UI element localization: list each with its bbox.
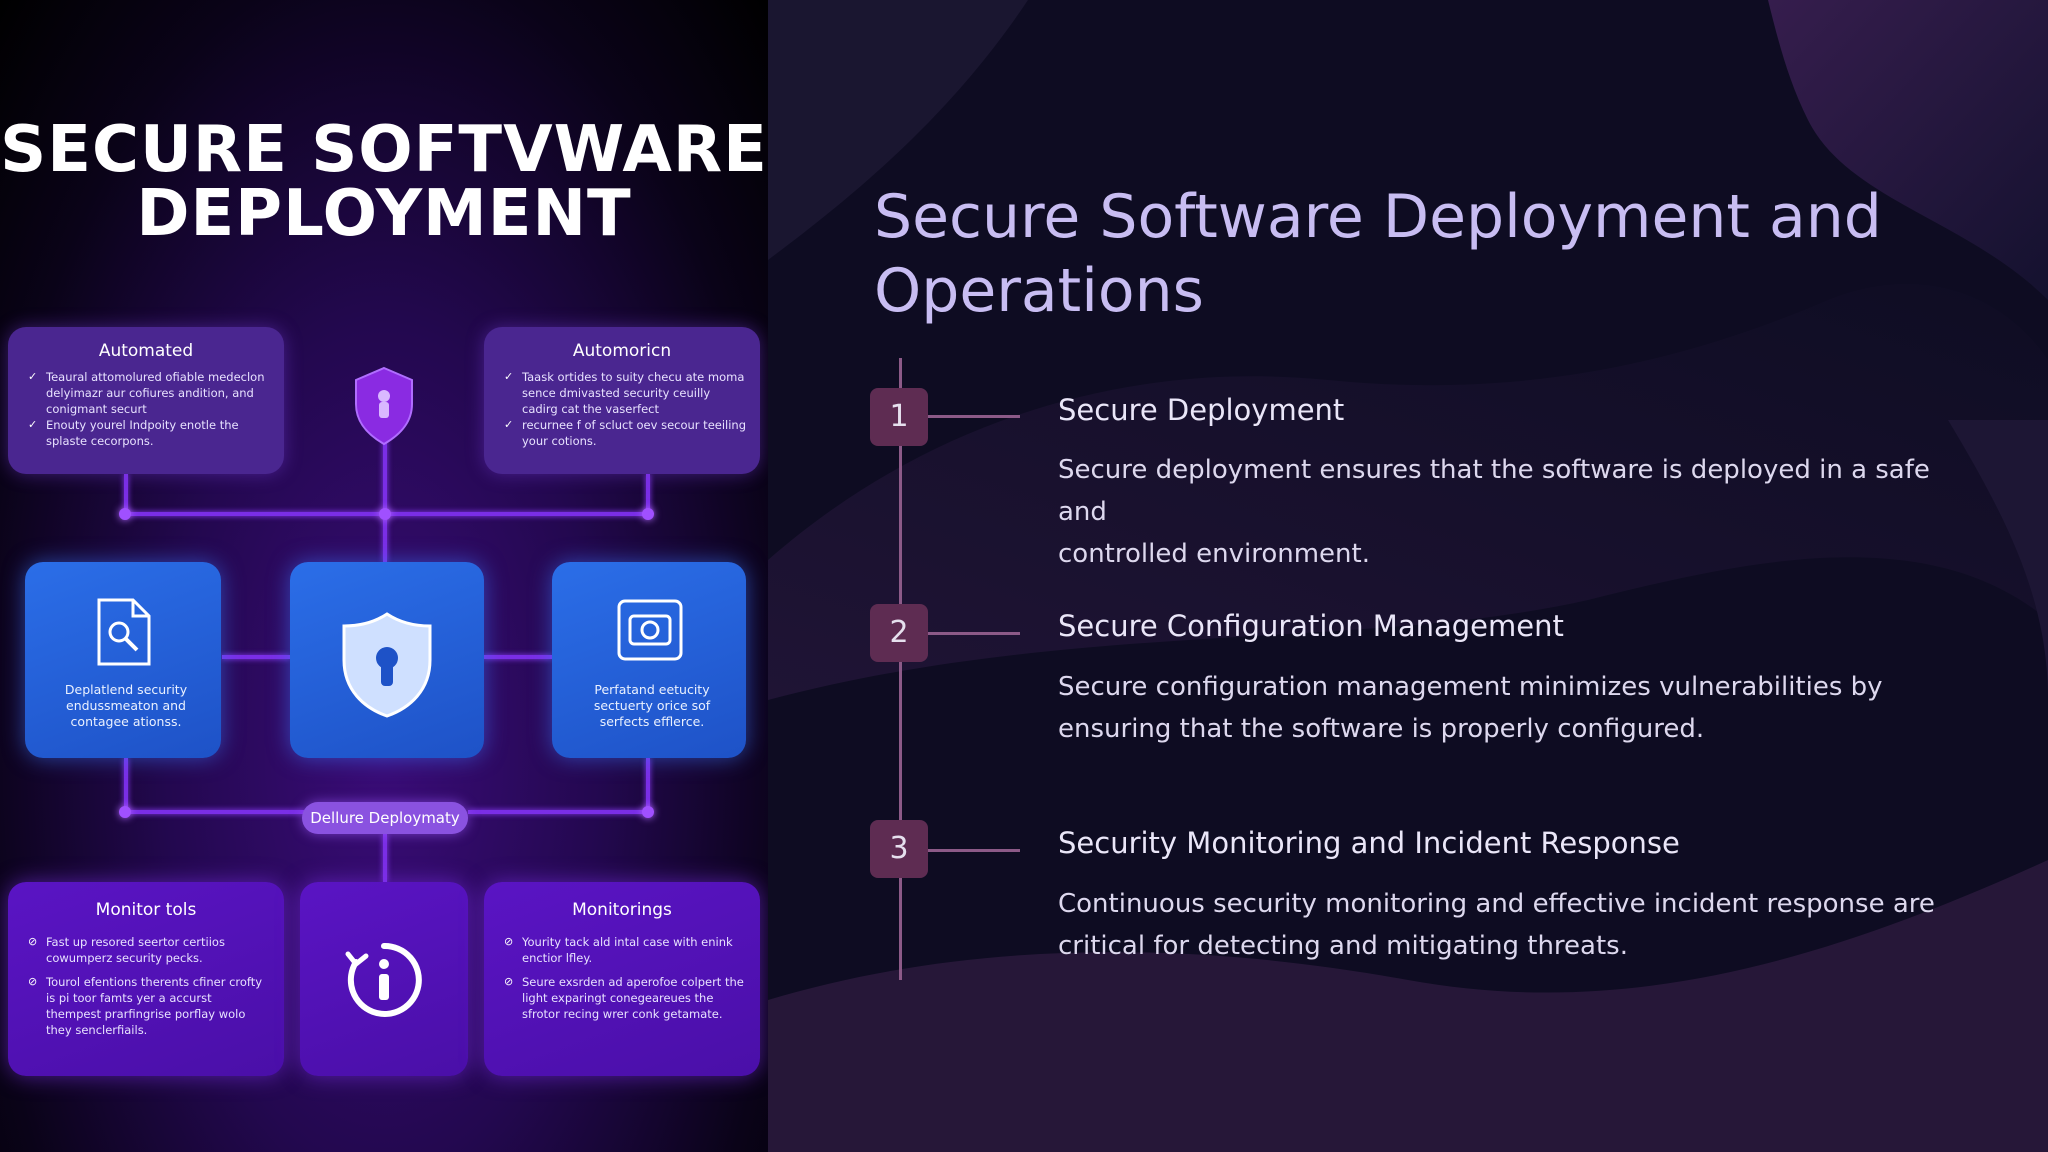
connector-wire bbox=[124, 810, 304, 814]
slide-background bbox=[768, 0, 2048, 1152]
step-2-title: Secure Configuration Management bbox=[1058, 609, 1564, 643]
step-2-badge: 2 bbox=[870, 604, 928, 662]
info-card bbox=[300, 882, 468, 1076]
connector-wire bbox=[124, 758, 128, 810]
slide-heading: Secure Software Deployment and Operation… bbox=[874, 182, 1882, 326]
connector-wire bbox=[124, 474, 128, 514]
step-1-description: Secure deployment ensures that the softw… bbox=[1058, 455, 1930, 569]
list-item: Fast up resored seertor certiios cowumpe… bbox=[28, 934, 270, 966]
connector-node bbox=[119, 806, 131, 818]
list-item: Yourity tack ald intal case with enink e… bbox=[504, 934, 746, 966]
connector-wire bbox=[468, 810, 650, 814]
connector-wire bbox=[383, 834, 387, 882]
timeline-line bbox=[899, 358, 902, 980]
step-2-description: Secure configuration management minimize… bbox=[1058, 672, 1883, 744]
info-refresh-icon bbox=[344, 940, 424, 1024]
shield-lock-icon bbox=[340, 610, 434, 724]
step-connector bbox=[928, 415, 1020, 418]
central-shield-card bbox=[290, 562, 484, 758]
step-3-title: Security Monitoring and Incident Respons… bbox=[1058, 826, 1680, 860]
connector-node bbox=[379, 508, 391, 520]
monitorings-card: Monitorings Yourity tack ald intal case … bbox=[484, 882, 760, 1076]
connector-node bbox=[642, 508, 654, 520]
step-connector bbox=[928, 849, 1020, 852]
automated-card: Automated Teaural attomolured ofiable me… bbox=[8, 327, 284, 474]
list-item: Taask ortides to suity checu ate moma se… bbox=[504, 369, 746, 417]
connector-wire bbox=[383, 440, 387, 562]
list-item: Teaural attomolured ofiable medeclon del… bbox=[28, 369, 270, 417]
connector-node bbox=[119, 508, 131, 520]
step-connector bbox=[928, 632, 1020, 635]
infographic-title: SECURE SOFTVWARE DEPLOYMENT bbox=[0, 113, 768, 251]
step-3-badge: 3 bbox=[870, 820, 928, 878]
infographic-image: SECURE SOFTVWARE DEPLOYMENT Automated Te… bbox=[0, 0, 768, 1152]
shield-icon bbox=[352, 366, 416, 450]
automoricn-card: Automoricn Taask ortides to suity checu … bbox=[484, 327, 760, 474]
deployment-pill: Dellure Deploymaty bbox=[302, 802, 468, 834]
list-item: Enouty yourel Indpoity enotle the splast… bbox=[28, 417, 270, 449]
deployment-security-card: Deplatlend security endussmeaton and con… bbox=[25, 562, 221, 758]
monitor-tools-card: Monitor tols Fast up resored seertor cer… bbox=[8, 882, 284, 1076]
step-1-title: Secure Deployment bbox=[1058, 393, 1345, 427]
connector-node bbox=[642, 806, 654, 818]
camera-icon bbox=[616, 598, 684, 666]
document-search-icon bbox=[95, 598, 153, 670]
performance-security-card: Perfatand eetucity sectuerty orice sof s… bbox=[552, 562, 746, 758]
list-item: Seure exsrden ad aperofoe colpert the li… bbox=[504, 974, 746, 1022]
wave-background bbox=[768, 0, 2048, 1152]
list-item: recurnee f of scluct oev secour teeiling… bbox=[504, 417, 746, 449]
connector-wire bbox=[222, 655, 290, 659]
step-1-badge: 1 bbox=[870, 388, 928, 446]
list-item: Tourol efentions therents cfiner crofty … bbox=[28, 974, 270, 1038]
step-3-description: Continuous security monitoring and effec… bbox=[1058, 889, 1935, 961]
connector-wire bbox=[484, 655, 552, 659]
connector-wire bbox=[646, 474, 650, 514]
connector-wire bbox=[646, 758, 650, 810]
